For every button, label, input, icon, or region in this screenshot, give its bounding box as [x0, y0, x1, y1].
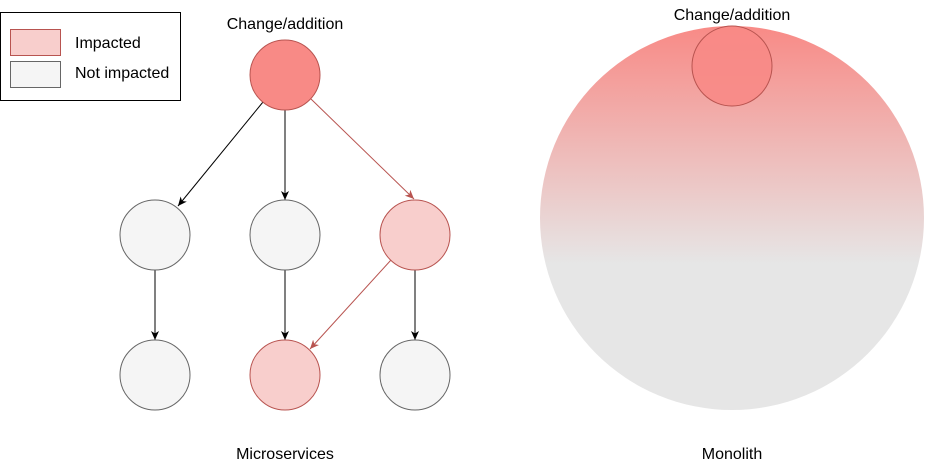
monolith-change-label: Change/addition [674, 7, 791, 24]
legend-swatch-impacted [10, 29, 61, 56]
monolith: Change/addition Monolith [540, 7, 924, 463]
service-node-changed [249, 39, 321, 111]
service-node-right-impacted [379, 199, 451, 271]
monolith-circle [540, 26, 924, 410]
service-node-left [119, 199, 191, 271]
service-node-bottom-middle-impacted [249, 339, 321, 411]
service-node-bottom-left [119, 339, 191, 411]
monolith-change-node [691, 25, 773, 107]
legend-label-impacted: Impacted [75, 35, 141, 52]
microservices-edges [151, 98, 419, 350]
legend: Impacted Not impacted [0, 12, 181, 101]
edge-right-to-bottom-middle [309, 259, 392, 350]
service-node-bottom-right [379, 339, 451, 411]
microservices-change-label: Change/addition [227, 16, 344, 33]
legend-label-not-impacted: Not impacted [75, 65, 169, 82]
service-node-middle [249, 199, 321, 271]
monolith-caption: Monolith [702, 446, 762, 463]
microservices-nodes: Change/addition Microservices [119, 16, 451, 463]
legend-swatch-not-impacted [10, 61, 61, 88]
microservices-caption: Microservices [236, 446, 334, 463]
edge-root-to-right [310, 98, 415, 200]
edge-root-to-left [177, 101, 264, 207]
